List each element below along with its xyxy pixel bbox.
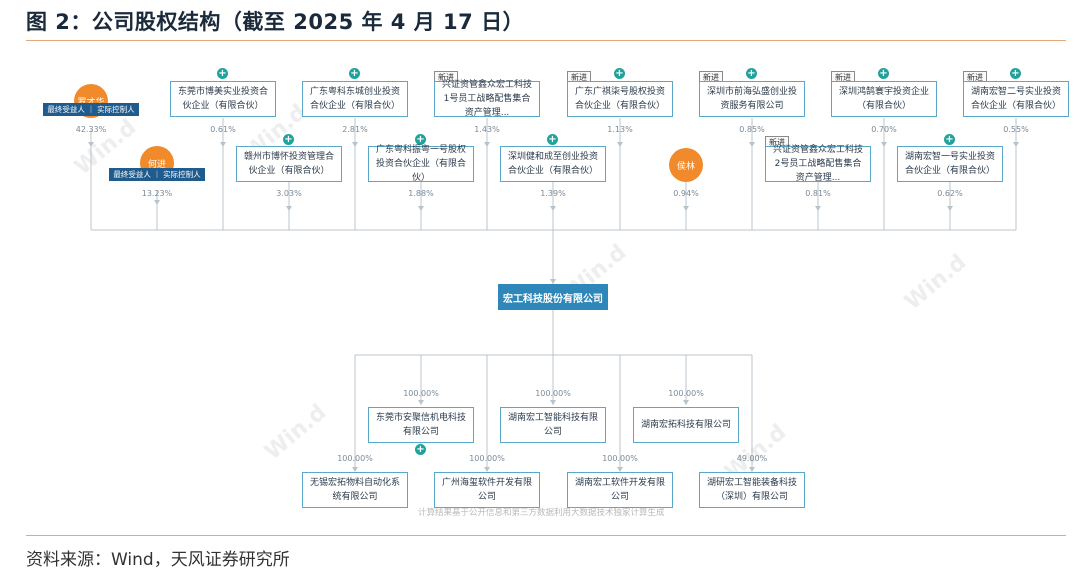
shareholder-box[interactable]: 东莞市博美实业投资合伙企业（有限合伙） [170, 81, 276, 117]
expand-plus-icon[interactable]: + [415, 444, 426, 455]
holding-pct: 13.23% [141, 189, 173, 198]
shareholder-box[interactable]: 深圳市前海弘盛创业投资服务有限公司 [699, 81, 805, 117]
shareholder-box[interactable]: 深圳鸿鹄寰宇投资企业（有限合伙） [831, 81, 937, 117]
holding-pct: 0.94% [673, 189, 699, 198]
shareholder-box[interactable]: 广东粤科东城创业投资合伙企业（有限合伙） [302, 81, 408, 117]
holding-pct: 1.13% [607, 125, 633, 134]
controller-ribbon: 最终受益人 ｜ 实际控制人 [43, 103, 139, 116]
subsidiary-box[interactable]: 湖南宏工智能科技有限公司 [500, 407, 606, 443]
shareholder-box[interactable]: 兴证资管鑫众宏工科技2号员工战略配售集合资产管理... [765, 145, 871, 183]
data-footnote: 计算结果基于公开信息和第三方数据利用大数据技术独家计算生成 [418, 508, 665, 518]
expand-plus-icon[interactable]: + [283, 134, 294, 145]
holding-pct: 1.39% [540, 189, 566, 198]
shareholder-box[interactable]: 湖南宏智一号实业投资合伙企业（有限合伙） [897, 146, 1003, 182]
shareholder-box[interactable]: 湖南宏智二号实业投资合伙企业（有限合伙） [963, 81, 1069, 117]
subsidiary-box[interactable]: 湖南宏拓科技有限公司 [633, 407, 739, 443]
subsidiary-box[interactable]: 湖研宏工智能装备科技（深圳）有限公司 [699, 472, 805, 508]
new-entry-badge: 新进 [567, 71, 591, 84]
shareholder-box[interactable]: 赣州市博怀投资管理合伙企业（有限合伙） [236, 146, 342, 182]
subsidiary-box[interactable]: 湖南宏工软件开发有限公司 [567, 472, 673, 508]
subsidiary-box[interactable]: 无锡宏拓物料自动化系统有限公司 [302, 472, 408, 508]
shareholder-box[interactable]: 深圳健和成至创业投资合伙企业（有限合伙） [500, 146, 606, 182]
holding-pct: 0.85% [739, 125, 765, 134]
holding-pct: 100.00% [602, 454, 638, 463]
holding-pct: 1.88% [408, 189, 434, 198]
expand-plus-icon[interactable]: + [217, 68, 228, 79]
shareholder-box[interactable]: 广东粤科振粤一号股权投资合伙企业（有限合伙） [368, 145, 474, 183]
expand-plus-icon[interactable]: + [746, 68, 757, 79]
holding-pct: 100.00% [337, 454, 373, 463]
shareholder-box[interactable]: 广东广祺柒号股权投资合伙企业（有限合伙） [567, 81, 673, 117]
controller-ribbon: 最终受益人 ｜ 实际控制人 [109, 168, 205, 181]
subsidiary-box[interactable]: 东莞市安聚信机电科技有限公司 [368, 407, 474, 443]
holding-pct: 0.70% [871, 125, 897, 134]
holding-pct: 100.00% [535, 389, 571, 398]
holding-pct: 0.55% [1003, 125, 1029, 134]
figure-title: 图 2：公司股权结构（截至 2025 年 4 月 17 日） [26, 10, 525, 34]
holding-pct: 49.00% [736, 454, 768, 463]
holding-pct: 2.81% [342, 125, 368, 134]
shareholder-box[interactable]: 兴证资管鑫众宏工科技1号员工战略配售集合资产管理... [434, 80, 540, 118]
expand-plus-icon[interactable]: + [415, 134, 426, 145]
target-company[interactable]: 宏工科技股份有限公司 [498, 284, 608, 310]
subsidiary-box[interactable]: 广州海玺软件开发有限公司 [434, 472, 540, 508]
expand-plus-icon[interactable]: + [614, 68, 625, 79]
expand-plus-icon[interactable]: + [349, 68, 360, 79]
holding-pct: 0.81% [805, 189, 831, 198]
person-node[interactable]: 侯林 [669, 148, 703, 182]
holding-pct: 100.00% [469, 454, 505, 463]
holding-pct: 100.00% [403, 389, 439, 398]
source-note: 资料来源：Wind，天风证券研究所 [26, 550, 290, 570]
title-divider [26, 40, 1066, 41]
expand-plus-icon[interactable]: + [1010, 68, 1021, 79]
expand-plus-icon[interactable]: + [878, 68, 889, 79]
expand-plus-icon[interactable]: + [547, 134, 558, 145]
holding-pct: 3.03% [276, 189, 302, 198]
holding-pct: 0.61% [210, 125, 236, 134]
source-divider [26, 535, 1066, 536]
holding-pct: 0.62% [937, 189, 963, 198]
holding-pct: 42.33% [75, 125, 107, 134]
holding-pct: 1.43% [474, 125, 500, 134]
holding-pct: 100.00% [668, 389, 704, 398]
expand-plus-icon[interactable]: + [944, 134, 955, 145]
